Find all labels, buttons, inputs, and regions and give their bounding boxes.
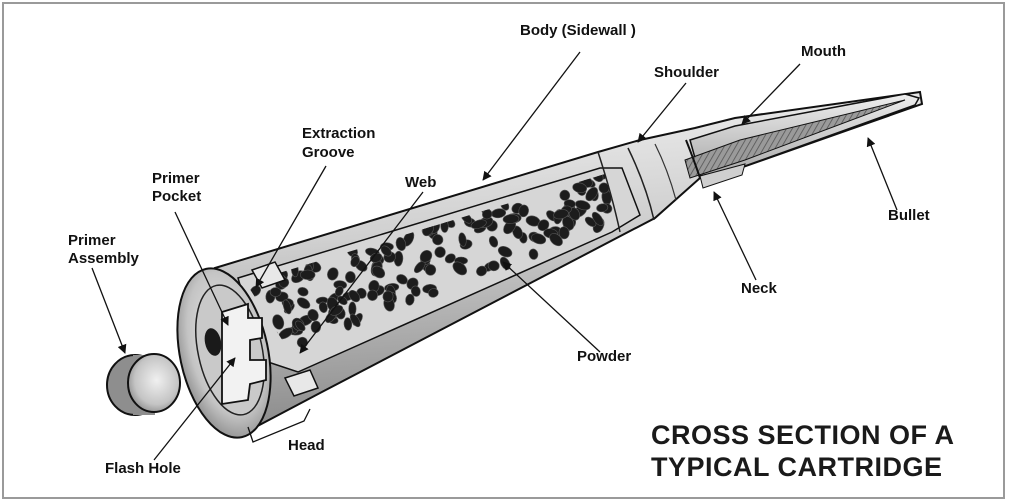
powder-grain (270, 287, 281, 296)
label-bullet: Bullet (888, 207, 930, 225)
label-primer-assembly-line2: Assembly (68, 250, 139, 268)
label-flash-hole: Flash Hole (105, 460, 181, 478)
powder-grain (345, 271, 355, 283)
label-primer-assembly-line1: Primer (68, 232, 116, 250)
label-body-sidewall: Body (Sidewall ) (520, 22, 636, 40)
diagram-title-line1: CROSS SECTION OF A (651, 420, 955, 451)
label-mouth: Mouth (801, 43, 846, 61)
cartridge-case (163, 92, 922, 446)
label-neck: Neck (741, 280, 777, 298)
label-primer-pocket-line1: Primer (152, 170, 200, 188)
powder-grain (560, 190, 570, 201)
label-web: Web (405, 174, 436, 192)
diagram-title-line2: TYPICAL CARTRIDGE (651, 452, 943, 483)
label-shoulder: Shoulder (654, 64, 719, 82)
label-extraction-groove-line2: Groove (302, 144, 355, 162)
primer-assembly-shape (107, 354, 180, 415)
label-powder: Powder (577, 348, 631, 366)
label-extraction-groove-line1: Extraction (302, 125, 375, 143)
label-head: Head (288, 437, 325, 455)
label-primer-pocket-line2: Pocket (152, 188, 201, 206)
powder-grain (300, 270, 315, 280)
